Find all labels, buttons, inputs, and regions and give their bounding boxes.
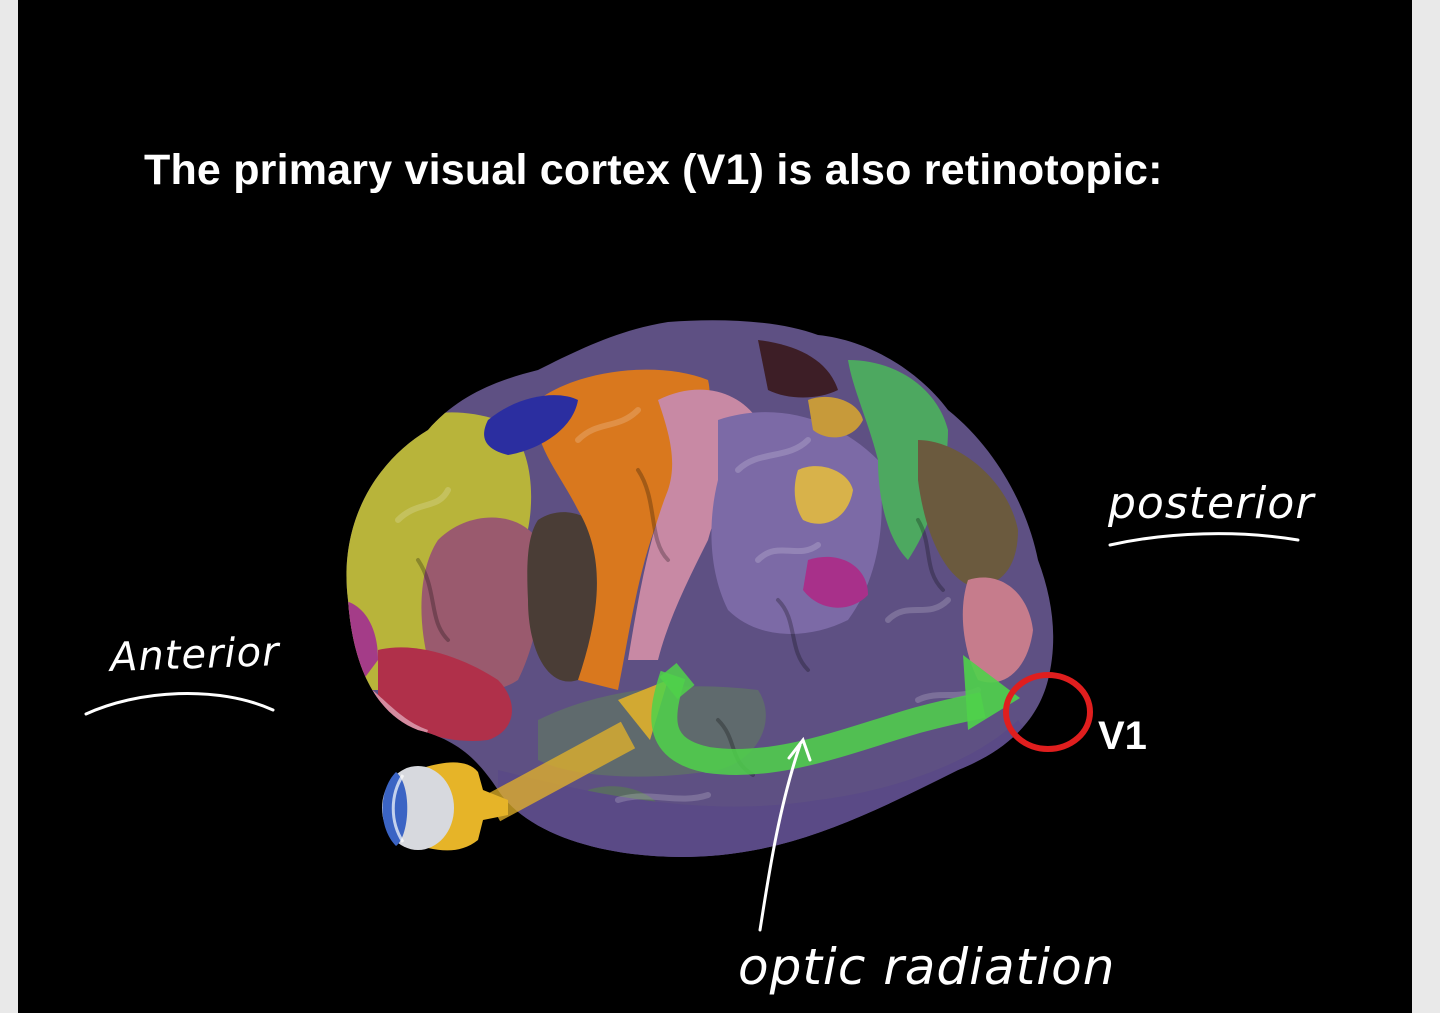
eye-icon bbox=[382, 762, 508, 851]
v1-label: V1 bbox=[1098, 714, 1147, 758]
slide-title: The primary visual cortex (V1) is also r… bbox=[144, 146, 1163, 194]
optic-radiation-label: optic radiation bbox=[738, 938, 1116, 996]
brain-diagram bbox=[84, 320, 1300, 932]
posterior-underline bbox=[1108, 532, 1300, 547]
slide: The primary visual cortex (V1) is also r… bbox=[18, 0, 1412, 1013]
anterior-label: Anterior bbox=[109, 629, 281, 681]
v1-marker-circle bbox=[1003, 672, 1093, 752]
posterior-label: posterior bbox=[1108, 478, 1315, 529]
anterior-underline bbox=[84, 691, 275, 716]
optic-radiation-pointer bbox=[758, 736, 812, 932]
